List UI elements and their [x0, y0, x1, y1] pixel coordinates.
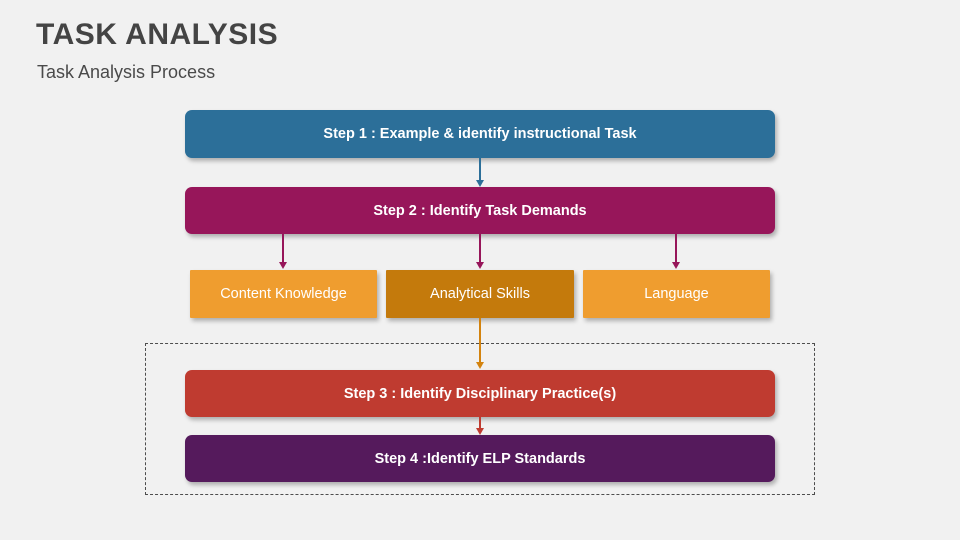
step-4-box[interactable]: Step 4 :Identify ELP Standards	[185, 435, 775, 482]
step-2-box[interactable]: Step 2 : Identify Task Demands	[185, 187, 775, 234]
arrow-head	[476, 428, 484, 435]
page-subtitle: Task Analysis Process	[37, 62, 216, 82]
demand-box-content-knowledge[interactable]: Content Knowledge	[190, 270, 377, 318]
page-title: TASK ANALYSIS	[36, 18, 279, 51]
arrow-line	[282, 234, 284, 263]
arrow-head	[672, 262, 680, 269]
arrow-line	[479, 158, 481, 181]
demand-box-language[interactable]: Language	[583, 270, 770, 318]
demand-box-analytical-skills[interactable]: Analytical Skills	[386, 270, 574, 318]
arrow-head	[476, 262, 484, 269]
step-3-box[interactable]: Step 3 : Identify Disciplinary Practice(…	[185, 370, 775, 417]
arrow-line	[479, 234, 481, 263]
arrow-head	[476, 362, 484, 369]
arrow-line	[479, 318, 481, 363]
arrow-head	[476, 180, 484, 187]
arrow-head	[279, 262, 287, 269]
step-1-box[interactable]: Step 1 : Example & identify instructiona…	[185, 110, 775, 158]
arrow-line	[675, 234, 677, 263]
arrow-line	[479, 417, 481, 429]
